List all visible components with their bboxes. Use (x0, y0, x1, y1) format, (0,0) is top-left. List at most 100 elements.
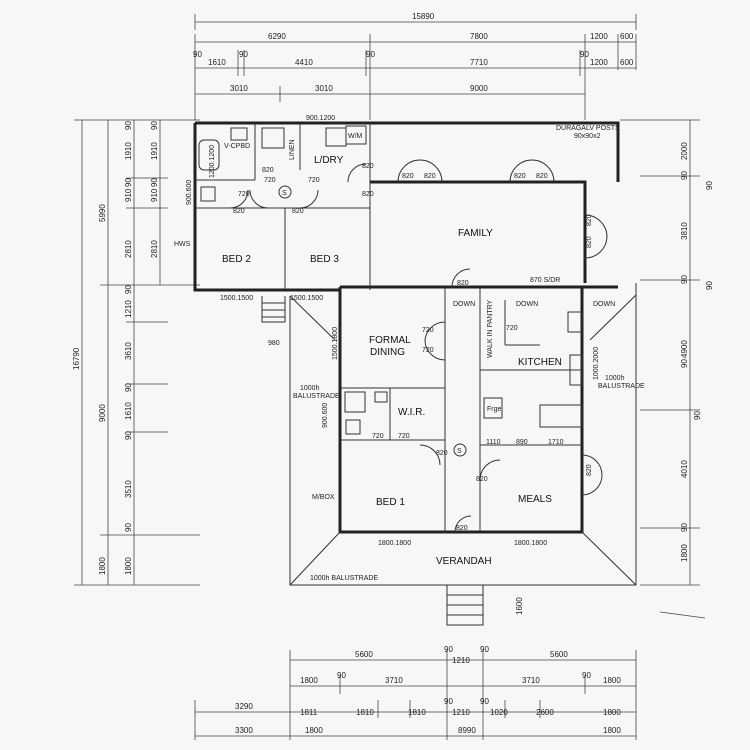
door-820-a: 820 (233, 208, 245, 215)
cooktop-icon (567, 311, 583, 333)
door-820-p: 820 (586, 464, 593, 476)
label-bal-right-1: 1000h (605, 375, 625, 382)
door-720-b: 720 (264, 177, 276, 184)
dim-right-f: 1800 (680, 544, 689, 562)
shower-icon (261, 127, 285, 149)
right-dimensions: 2000 3810 4900 90 4010 1800 1600 90 90 9… (515, 119, 714, 619)
label-posts-1: DURAGALV POSTS (556, 125, 620, 132)
dim-bottom-r3-h: 1800 (603, 708, 621, 717)
dim-top-r2-a: 90 (193, 50, 202, 59)
dim-bottom-r2-d: 1800 (603, 676, 621, 685)
bath-icon (198, 139, 220, 171)
dim-left-inner-h: 1800 (124, 557, 133, 575)
opening-980: 980 (268, 340, 280, 347)
room-formal: FORMAL (369, 335, 411, 346)
window-900-600-b: 900.600 (322, 403, 329, 428)
dim-top-r2-d: 4410 (295, 58, 313, 67)
room-verandah: VERANDAH (436, 556, 492, 567)
dim-bottom-gap-c: 90 (337, 671, 346, 680)
smoke-detector-label: S (282, 190, 287, 197)
dim-top-r3-c: 9000 (470, 84, 488, 93)
dim-right-gap-e: 90 (705, 181, 714, 190)
dim-bottom-r3-c: 1810 (356, 708, 374, 717)
window-1800-1800-a: 1800.1800 (378, 540, 411, 547)
dim-left-gap-a: 90 (124, 121, 133, 130)
dim-right-gap-a: 90 (680, 171, 689, 180)
door-820-n: 820 (586, 214, 593, 226)
fixtures: S S (198, 125, 583, 457)
dim-top-r1-b: 7800 (470, 32, 488, 41)
exterior-walls (193, 121, 620, 534)
laundry-tub-icon (325, 127, 347, 147)
dim-right-a: 2000 (680, 142, 689, 160)
dim-bottom-gap-a: 90 (444, 645, 453, 654)
smoke-detector-2-label: S (457, 448, 462, 455)
room-meals: MEALS (518, 494, 552, 505)
dim-left-inner-g: 3510 (124, 480, 133, 498)
smoke-detector-2-icon (453, 443, 467, 457)
dim-top-r3-b: 3010 (315, 84, 333, 93)
dim-bottom-gap-b: 90 (480, 645, 489, 654)
room-pantry: WALK IN PANTRY (487, 299, 494, 358)
door-820-d: 820 (362, 163, 374, 170)
door-820-i: 820 (536, 173, 548, 180)
room-kitchen: KITCHEN (518, 357, 562, 368)
door-820-b: 820 (262, 167, 274, 174)
dim-bottom-r4-a: 3300 (235, 726, 253, 735)
room-bed1: BED 1 (376, 497, 405, 508)
window-1000-2000: 1000.2000 (593, 347, 600, 380)
dim-top-r1-d: 600 (620, 32, 634, 41)
dim-right-c: 4900 (680, 340, 689, 358)
dim-left-gap-g: 90 (150, 121, 159, 130)
door-820-e: 820 (362, 191, 374, 198)
label-bal-bottom: 1000h BALUSTRADE (310, 575, 378, 582)
toilet-icon (200, 186, 216, 202)
dim-left-inner-e: 3610 (124, 342, 133, 360)
window-900-600-a: 900.600 (186, 180, 193, 205)
door-820-f: 820 (402, 173, 414, 180)
dim-top-r3-a: 3010 (230, 84, 248, 93)
dim-bottom-r1-a: 5600 (355, 650, 373, 659)
window-labels: 900.1200 1200.1200 900.600 900.600 1500.… (186, 115, 600, 547)
dim-bottom-r3-d: 1810 (408, 708, 426, 717)
room-laundry: L/DRY (314, 155, 344, 166)
door-820-j: 820 (457, 280, 469, 287)
door-labels: 720 720 720 820 820 820 820 820 820 820 … (233, 163, 593, 532)
label-down-c: DOWN (593, 301, 615, 308)
dim-left-outer-a: 5990 (98, 204, 107, 222)
smoke-detector-icon (278, 185, 292, 199)
dim-bottom-r1-b: 1210 (452, 656, 470, 665)
label-bal-left-1: 1000h (300, 385, 320, 392)
window-900-1200: 900.1200 (306, 115, 335, 122)
basin-2-icon (374, 391, 388, 403)
label-down-b: DOWN (516, 301, 538, 308)
label-posts-2: 90x90x2 (574, 133, 601, 140)
dim-top-total: 15890 (412, 12, 435, 21)
basin-icon (230, 127, 248, 141)
toilet-2-icon (345, 419, 361, 435)
dim-bottom-r2-b: 3710 (385, 676, 403, 685)
door-720-h: 720 (398, 433, 410, 440)
dim-bottom-r3-g: 2600 (536, 708, 554, 717)
fridge-icon (483, 397, 503, 419)
dim-right-gap-f: 90 (705, 281, 714, 290)
washing-machine-icon (345, 125, 367, 145)
door-820-h: 820 (514, 173, 526, 180)
interior-walls (195, 123, 582, 532)
label-fridge: Frge (487, 406, 502, 413)
island-bench-icon (539, 404, 583, 428)
dim-bottom-r3-a: 3290 (235, 702, 253, 711)
label-bal-right-2: BALUSTRADE (598, 383, 645, 390)
label-bal-left-2: BALUSTRADE (293, 393, 340, 400)
dim-bottom-r1-c: 5600 (550, 650, 568, 659)
door-720-a: 720 (238, 191, 250, 198)
dim-right-b: 3810 (680, 222, 689, 240)
top-dimensions: 15890 6290 7800 1200 600 90 1610 90 4410… (193, 12, 637, 120)
dim-left-gap-e: 90 (124, 431, 133, 440)
door-820-k: 820 (436, 450, 448, 457)
window-1200-1200: 1200.1200 (209, 145, 216, 178)
shower-2-icon (344, 391, 366, 413)
label-hws: HWS (174, 241, 191, 248)
dim-bottom-r3-f: 1020 (490, 708, 508, 717)
